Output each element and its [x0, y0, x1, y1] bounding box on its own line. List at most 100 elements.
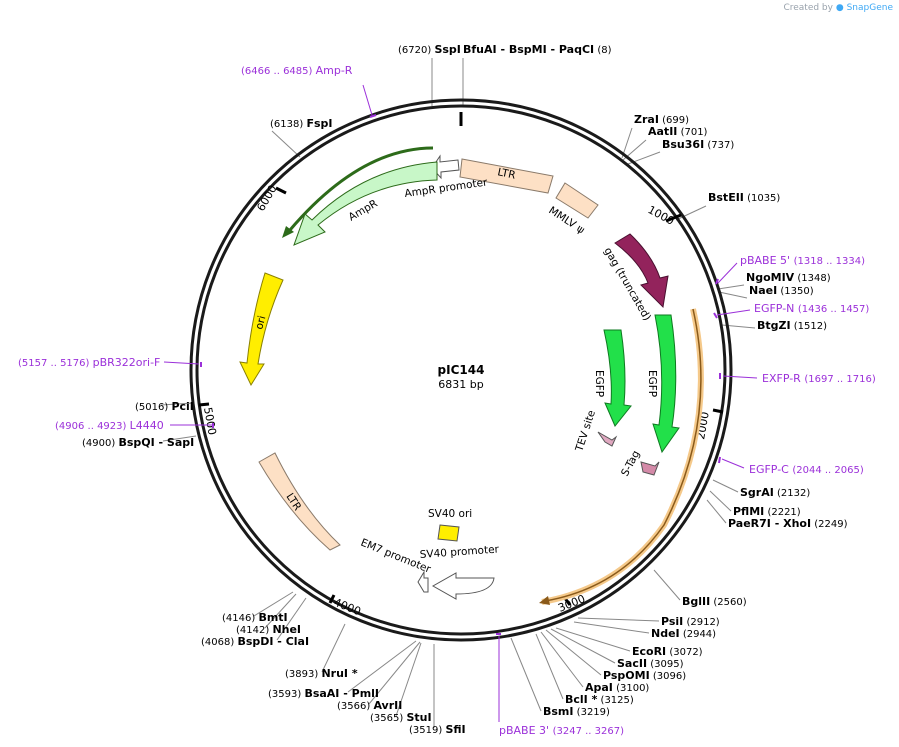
- enzyme-position: (3593): [268, 689, 304, 700]
- feature-ltr-top[interactable]: [459, 158, 554, 194]
- enzyme-site-btgzi[interactable]: BtgZI (1512): [757, 319, 827, 332]
- enzyme-site-fspi[interactable]: (6138) FspI: [270, 117, 332, 130]
- enzyme-site-nhei[interactable]: (4142) NheI: [236, 623, 301, 636]
- feature-egfp-inner[interactable]: [603, 329, 632, 427]
- enzyme-name: BsmI: [543, 705, 574, 718]
- enzyme-site-bfuai[interactable]: BfuAI - BspMI - PaqCI (8): [463, 43, 612, 56]
- primer-position: (4906 .. 4923): [55, 421, 130, 432]
- enzyme-name: BspDI: [237, 635, 273, 648]
- leader-line-nrui: [321, 623, 346, 673]
- enzyme-site-bglii[interactable]: BglII (2560): [682, 595, 747, 608]
- enzyme-site-ndei[interactable]: NdeI (2944): [651, 627, 716, 640]
- feature-mmlv[interactable]: [555, 182, 599, 219]
- feature-label-sv40-ori: SV40 ori: [428, 508, 472, 520]
- enzyme-site-pspomi[interactable]: PspOMI (3096): [603, 669, 686, 682]
- feature-ampr[interactable]: [293, 161, 438, 246]
- enzyme-name: EcoRI: [632, 645, 666, 658]
- feature-ltr-bottom[interactable]: [258, 452, 341, 551]
- enzyme-name: - PmlI: [339, 687, 379, 700]
- enzyme-name: NaeI: [749, 284, 777, 297]
- enzyme-site-aatii[interactable]: AatII (701): [648, 125, 708, 138]
- enzyme-site-bsu36i[interactable]: Bsu36I (737): [662, 138, 734, 151]
- enzyme-position: (4146): [222, 613, 258, 624]
- snapgene-brand: Created by ● SnapGene: [783, 3, 893, 13]
- enzyme-position: (2912): [683, 617, 720, 628]
- feature-label-egfp-outer: EGFP: [646, 370, 658, 397]
- enzyme-site-bmti[interactable]: (4146) BmtI: [222, 611, 288, 624]
- leader-line-pflmi: [709, 490, 732, 512]
- feature-em7-promoter[interactable]: [417, 570, 429, 593]
- primer-name: pBR322ori-F: [93, 356, 161, 369]
- feature-ori[interactable]: [239, 272, 284, 387]
- enzyme-name: BglII: [682, 595, 710, 608]
- enzyme-position: (2132): [774, 488, 811, 499]
- leader-line-bmti: [253, 591, 294, 617]
- primer-egfp-n[interactable]: EGFP-N (1436 .. 1457): [754, 302, 869, 315]
- enzyme-site-sacii[interactable]: SacII (3095): [617, 657, 684, 670]
- feature-tev[interactable]: [597, 431, 618, 447]
- feature-sv40-ori[interactable]: [437, 524, 460, 542]
- plasmid-length: 6831 bp: [438, 378, 483, 391]
- feature-egfp-outer[interactable]: [652, 314, 680, 454]
- feature-orf[interactable]: [544, 308, 702, 602]
- enzyme-position: (2221): [764, 507, 801, 518]
- enzyme-name: BclI *: [565, 693, 598, 706]
- feature-gag[interactable]: [614, 233, 669, 309]
- leader-line-apai: [540, 631, 584, 688]
- plasmid-backbone: [189, 98, 733, 642]
- primer-l4440[interactable]: (4906 .. 4923) L4440: [55, 419, 164, 432]
- leader-line-paer7i: [706, 499, 727, 524]
- leader-line-avrii: [368, 641, 421, 705]
- enzyme-site-bcli[interactable]: BclI * (3125): [565, 693, 634, 706]
- enzyme-site-ngomiv[interactable]: NgoMIV (1348): [746, 271, 831, 284]
- enzyme-position: (1348): [794, 273, 831, 284]
- enzyme-site-avrii[interactable]: (3566) AvrII: [337, 699, 402, 712]
- enzyme-site-bspdi[interactable]: (4068) BspDI - ClaI: [201, 635, 309, 648]
- feature-label-ltr-top: LTR: [496, 166, 516, 182]
- enzyme-position: (3219): [574, 707, 611, 718]
- primer-pbabe3[interactable]: pBABE 3' (3247 .. 3267): [499, 724, 624, 737]
- enzyme-site-bsaai[interactable]: (3593) BsaAI - PmlI: [268, 687, 379, 700]
- enzyme-site-stui[interactable]: (3565) StuI: [370, 711, 432, 724]
- enzyme-name: PsiI: [661, 615, 683, 628]
- primer-pbabe5[interactable]: pBABE 5' (1318 .. 1334): [740, 254, 865, 267]
- enzyme-position: (737): [704, 140, 734, 151]
- enzyme-site-pcii[interactable]: (5016) PciI: [135, 400, 194, 413]
- feature-label-sv40-promoter: SV40 promoter: [419, 543, 500, 561]
- enzyme-site-bspqi[interactable]: (4900) BspQI - SapI: [82, 436, 194, 449]
- enzyme-site-bsteii[interactable]: BstEII (1035): [708, 191, 780, 204]
- leader-line-ngomiv: [717, 284, 745, 290]
- enzyme-site-paer7i[interactable]: PaeR7I - XhoI (2249): [728, 517, 848, 530]
- enzyme-site-apai[interactable]: ApaI (3100): [585, 681, 649, 694]
- primer-ampr-primer[interactable]: (6466 .. 6485) Amp-R: [241, 64, 353, 77]
- enzyme-site-pflmi[interactable]: PflMI (2221): [733, 505, 801, 518]
- enzyme-position: (2249): [811, 519, 848, 530]
- enzyme-position: (1035): [744, 193, 781, 204]
- primer-egfp-c[interactable]: EGFP-C (2044 .. 2065): [749, 463, 864, 476]
- enzyme-site-zrai[interactable]: ZraI (699): [634, 113, 689, 126]
- primer-position: (3247 .. 3267): [553, 726, 625, 737]
- leader-line-naei: [718, 291, 748, 299]
- enzyme-name: SfiI: [445, 723, 465, 736]
- primer-exfp-r[interactable]: EXFP-R (1697 .. 1716): [762, 372, 876, 385]
- enzyme-site-ecori[interactable]: EcoRI (3072): [632, 645, 703, 658]
- primer-position: (5157 .. 5176): [18, 358, 93, 369]
- enzyme-site-naei[interactable]: NaeI (1350): [749, 284, 814, 297]
- enzyme-position: (701): [677, 127, 707, 138]
- feature-sv40-promoter[interactable]: [431, 572, 495, 600]
- primer-name: pBABE 5': [740, 254, 794, 267]
- leader-line-bglii: [653, 569, 681, 601]
- enzyme-site-nrui[interactable]: (3893) NruI *: [285, 667, 358, 680]
- enzyme-name: SgrAI: [740, 486, 774, 499]
- enzyme-site-bsmi[interactable]: BsmI (3219): [543, 705, 610, 718]
- enzyme-site-sspi[interactable]: (6720) SspI: [398, 43, 461, 56]
- ampr-outline-arrowhead-icon: [282, 226, 294, 238]
- enzyme-position: (3565): [370, 713, 406, 724]
- enzyme-site-sgrai[interactable]: SgrAI (2132): [740, 486, 810, 499]
- primer-pbr322ori[interactable]: (5157 .. 5176) pBR322ori-F: [18, 356, 160, 369]
- primer-name: pBABE 3': [499, 724, 553, 737]
- enzyme-site-psii[interactable]: PsiI (2912): [661, 615, 720, 628]
- enzyme-site-sfii[interactable]: (3519) SfiI: [409, 723, 466, 736]
- feature-stag[interactable]: [640, 461, 660, 476]
- enzyme-name: BtgZI: [757, 319, 791, 332]
